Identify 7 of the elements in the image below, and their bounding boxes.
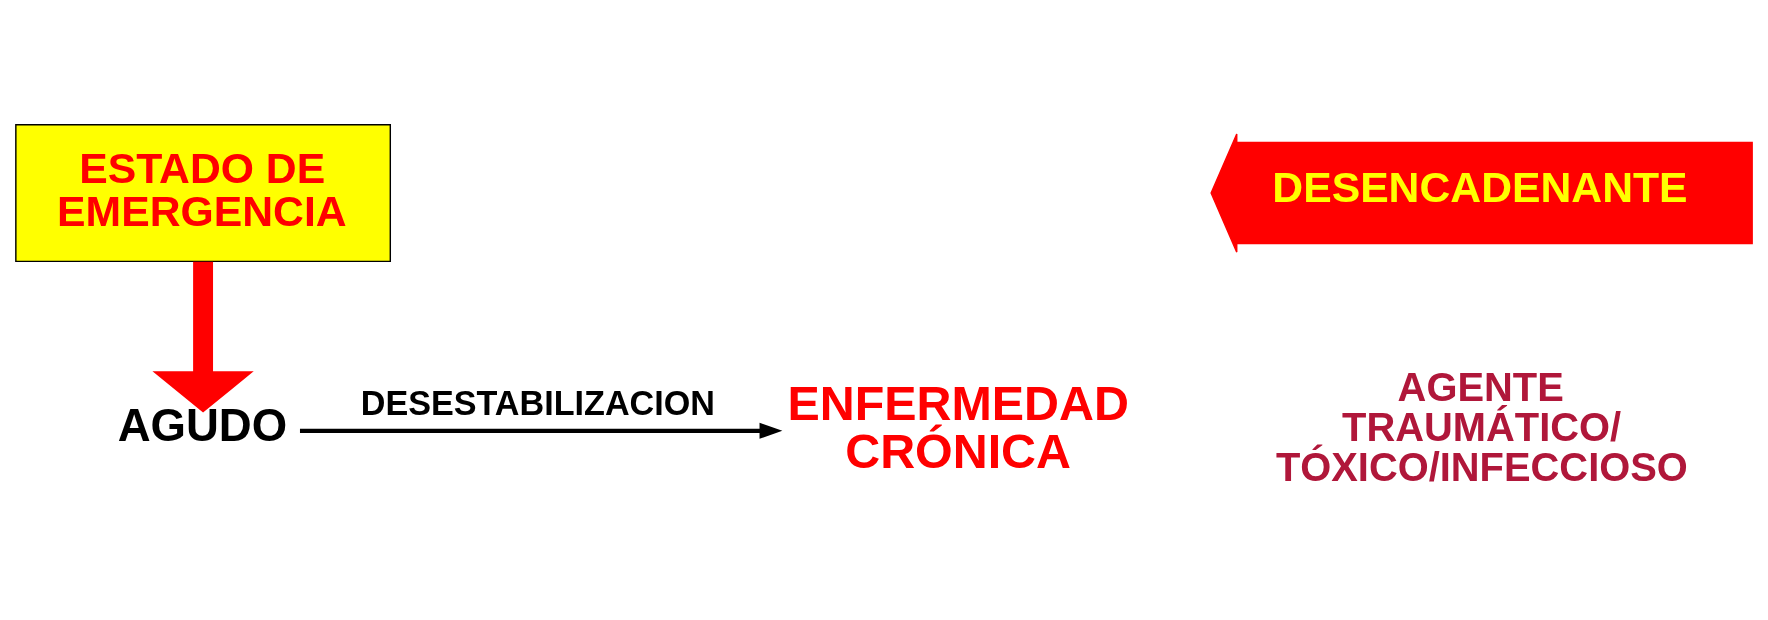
node-box: ESTADO DE EMERGENCIA <box>15 123 391 262</box>
node-text: ENFERMEDAD CRÓNICA <box>787 375 1129 478</box>
edge-label: DESESTABILIZACION <box>360 383 715 422</box>
arrow <box>152 261 254 413</box>
node-label: AGENTE TRAUMÁTICO/ TÓXICO/INFECCIOSO <box>1275 364 1688 489</box>
node-text: AGUDO <box>117 399 288 451</box>
arrow <box>299 422 783 439</box>
